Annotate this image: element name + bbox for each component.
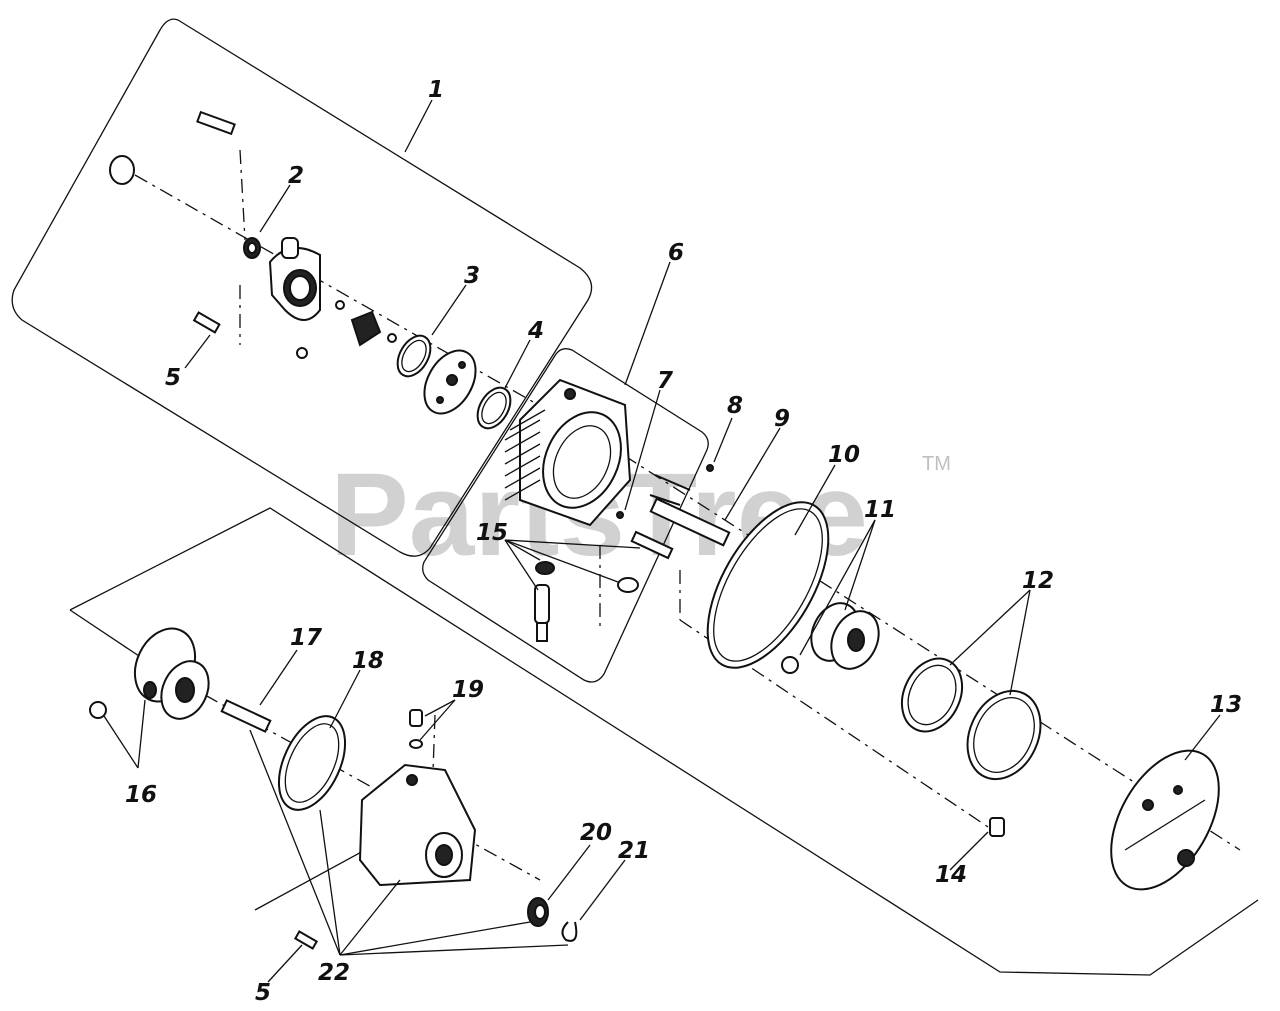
callout-20: 20 <box>580 820 612 846</box>
callout-17: 17 <box>290 625 322 651</box>
part-20-bearing <box>527 897 549 927</box>
callout-7: 7 <box>657 368 673 394</box>
callout-6: 6 <box>668 240 684 266</box>
callout-4: 4 <box>527 318 544 344</box>
callout-22: 22 <box>318 960 350 986</box>
callout-14: 14 <box>935 862 967 888</box>
callout-5-lower: 5 <box>255 980 271 1006</box>
part-4-oring <box>476 386 512 430</box>
part-3-oring <box>396 334 432 378</box>
callout-2: 2 <box>288 163 304 189</box>
callout-10: 10 <box>828 442 860 468</box>
callout-12: 12 <box>1022 568 1054 594</box>
group-22-outline <box>69 507 1259 976</box>
part-15-pins <box>534 561 639 642</box>
part-7-pin <box>616 474 691 519</box>
callouts: 1 2 3 4 5 6 7 8 9 10 11 12 13 14 15 16 1… <box>125 77 1242 1006</box>
part-rotor <box>335 300 397 347</box>
part-small-pin <box>296 347 308 359</box>
part-19-fitting <box>409 709 423 749</box>
part-5-bolt-lower <box>293 930 319 950</box>
part-6-housing <box>504 378 632 527</box>
callout-9: 9 <box>774 406 790 432</box>
part-12-rings <box>900 657 1042 781</box>
callout-15: 15 <box>476 520 508 546</box>
callout-19: 19 <box>452 677 484 703</box>
callout-21: 21 <box>618 838 650 864</box>
part-11-cam <box>781 602 880 674</box>
group-6-outline <box>422 348 709 683</box>
callout-18: 18 <box>352 648 384 674</box>
part-cover-housing <box>358 763 477 887</box>
callout-3: 3 <box>464 263 480 289</box>
part-17-shaft <box>220 699 272 733</box>
callout-1: 1 <box>428 77 444 103</box>
part-13-end-plate <box>1110 749 1220 891</box>
part-16-block <box>89 627 210 720</box>
part-14-plug <box>989 817 1005 837</box>
watermark: PartsTree TM <box>330 449 951 581</box>
part-pump-housing <box>268 237 321 321</box>
group-1-outline <box>11 18 593 557</box>
part-valve-plate <box>423 349 477 415</box>
part-18-ring <box>277 715 347 811</box>
part-bolt-top <box>196 110 236 136</box>
callout-13: 13 <box>1210 692 1242 718</box>
callout-5-upper: 5 <box>165 365 181 391</box>
part-9-shaft <box>630 497 731 560</box>
part-21-clip <box>561 921 578 942</box>
part-5-bolt-upper <box>192 311 221 334</box>
callout-11: 11 <box>864 497 896 523</box>
part-10-oring <box>706 501 830 669</box>
watermark-trademark: TM <box>922 453 951 475</box>
leader-lines <box>103 99 1221 983</box>
part-8-ball <box>706 464 714 472</box>
callout-8: 8 <box>727 393 743 419</box>
part-washer-left <box>109 155 135 185</box>
part-2-bearing <box>243 237 261 259</box>
callout-16: 16 <box>125 782 157 808</box>
